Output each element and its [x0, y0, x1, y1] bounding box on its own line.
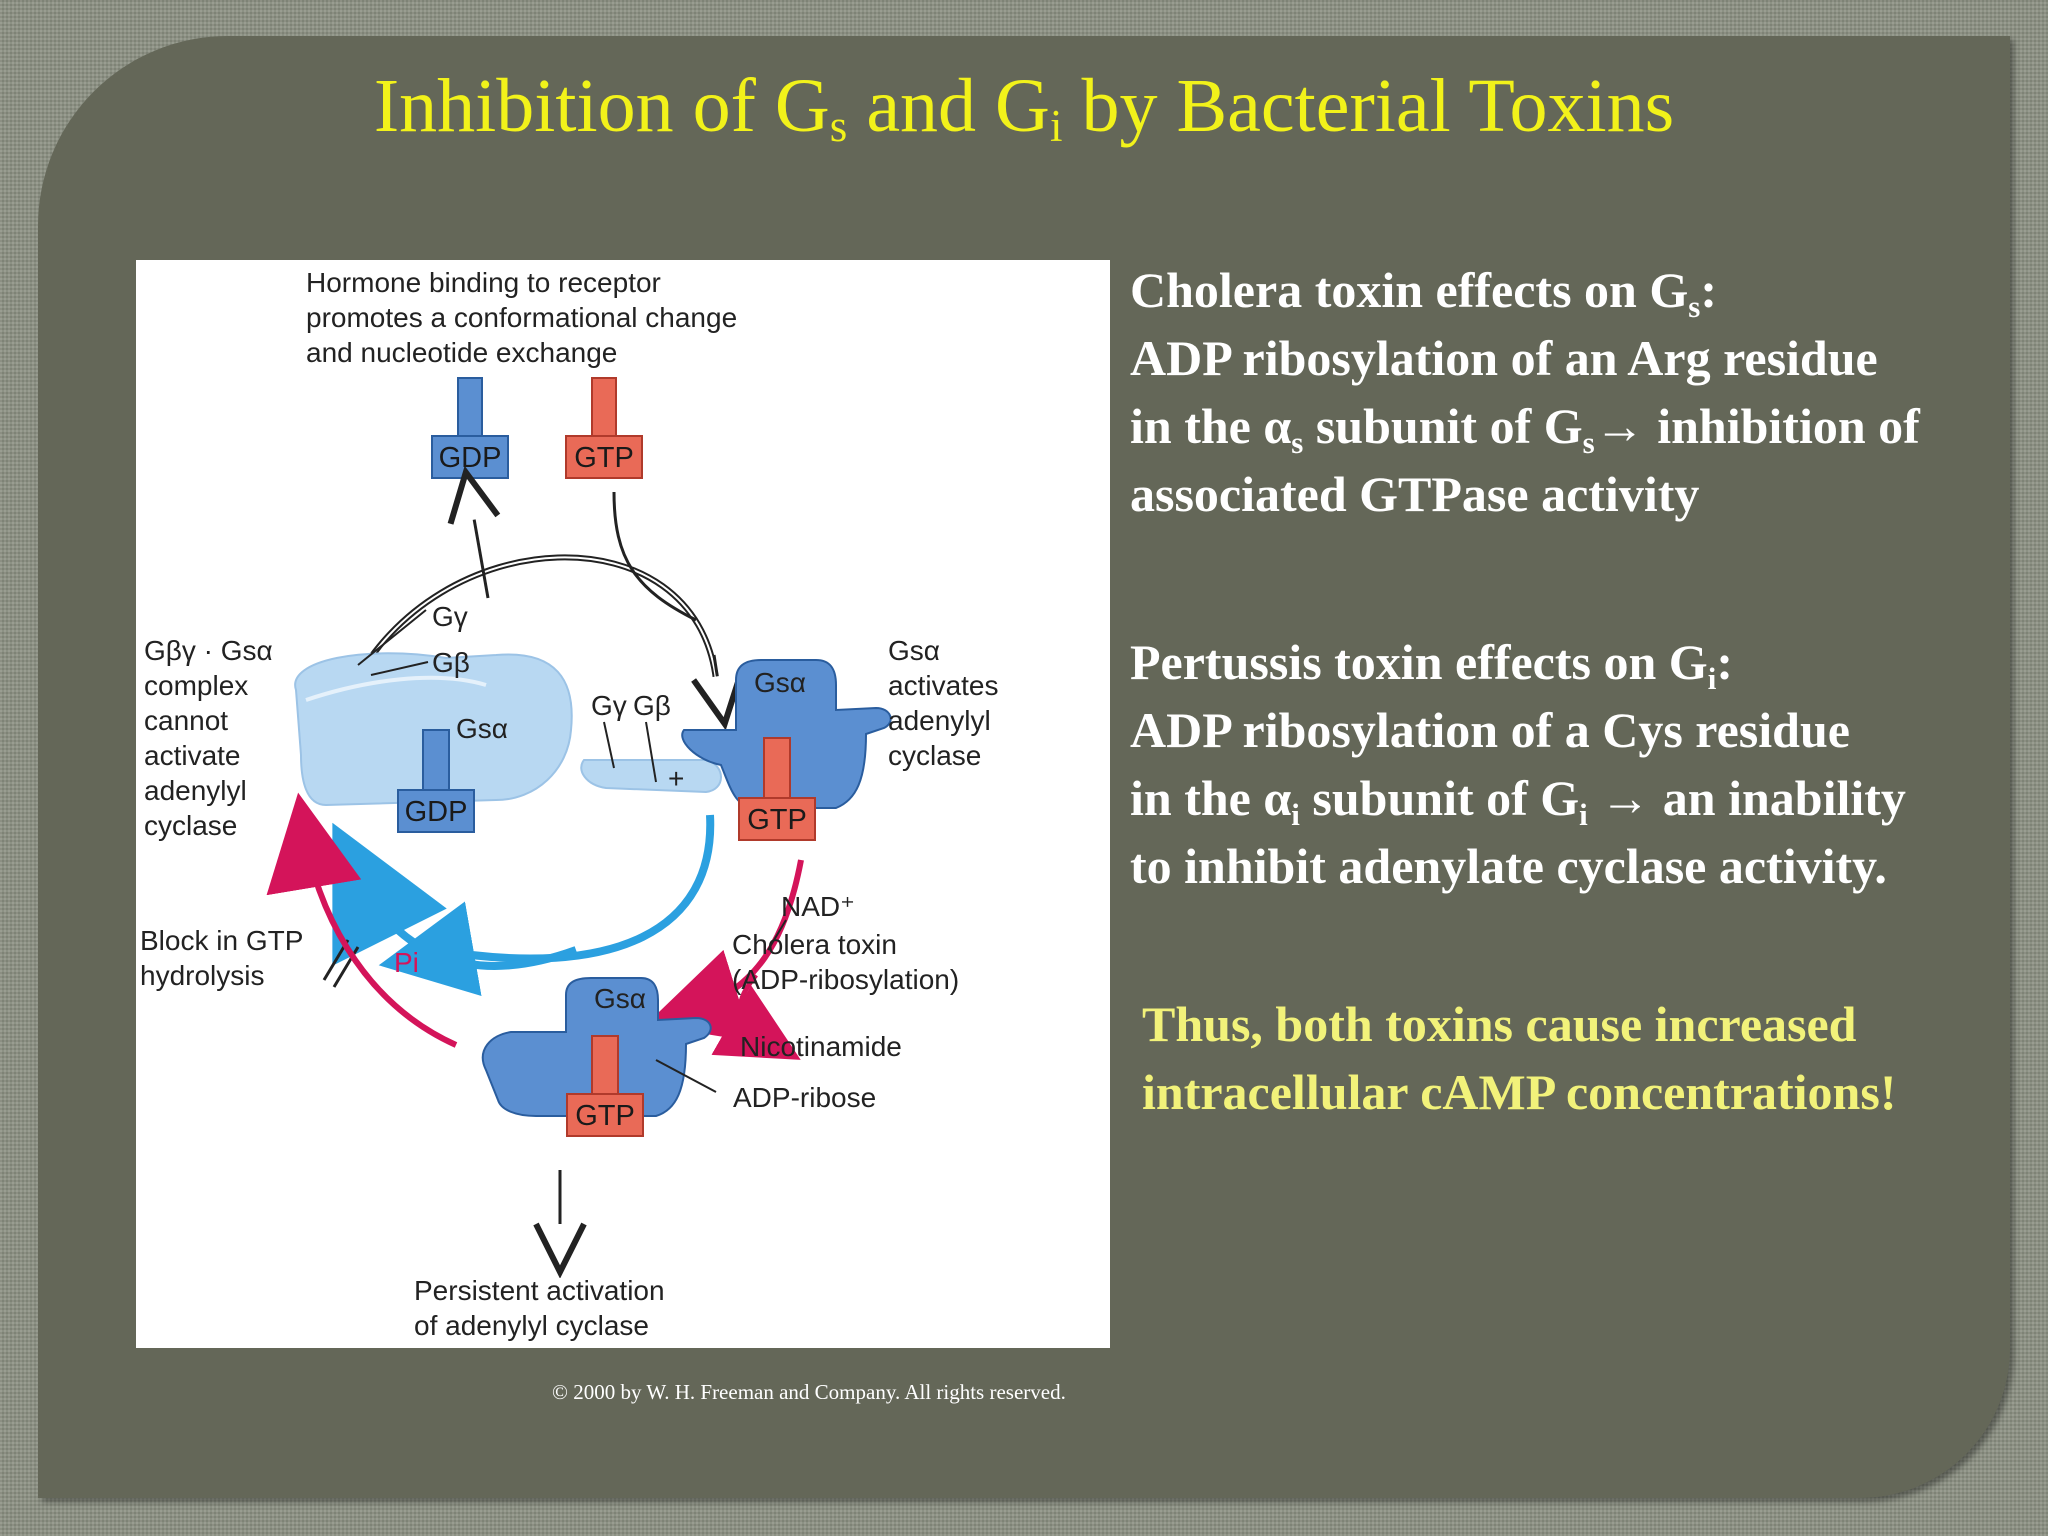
gtp-label-active: GTP: [747, 804, 807, 836]
active-g-s-alpha: GTP: [681, 659, 892, 841]
adp-ribose-label: ADP-ribose: [733, 1082, 876, 1113]
g-beta-label-complex: Gβ: [432, 647, 470, 678]
slide-title: Inhibition of Gs and Gi by Bacterial Tox…: [373, 64, 1675, 151]
complex-caption-line1: Gβγ · Gsα: [144, 635, 273, 666]
hormone-caption-line2: promotes a conformational change: [306, 302, 737, 333]
gprotein-cycle-figure: Hormone binding to receptor promotes a c…: [136, 260, 1110, 1348]
gdp-release-arrow: [470, 496, 488, 599]
nicotinamide-label: Nicotinamide: [740, 1031, 902, 1062]
summary-line1: Thus, both toxins cause increased: [1142, 996, 1857, 1052]
copyright-notice: © 2000 by W. H. Freeman and Company. All…: [552, 1380, 1066, 1404]
hormone-caption-line1: Hormone binding to receptor: [306, 267, 661, 298]
gdp-label-complex: GDP: [405, 796, 468, 828]
g-beta-label-free: Gβ: [633, 690, 671, 721]
block-mark-2: [332, 946, 360, 988]
ribosylated-g-s-alpha: GTP: [481, 977, 712, 1137]
activates-caption-line3: adenylyl: [888, 705, 991, 736]
blocked-return-arrow: [266, 792, 458, 1048]
activates-caption-line1: Gsα: [888, 635, 940, 666]
block-caption-line2: hydrolysis: [140, 960, 264, 991]
complex-caption-line2: complex: [144, 670, 248, 701]
g-protein-complex: GDP: [294, 652, 573, 833]
pertussis-line3: in the αi subunit of Gi → an inability: [1130, 770, 1906, 832]
complex-caption-line3: cannot: [144, 705, 228, 736]
pertussis-line4: to inhibit adenylate cyclase activity.: [1130, 838, 1887, 894]
complex-caption-line6: cyclase: [144, 810, 237, 841]
nicotinamide-arrow: [711, 973, 801, 1060]
cholera-toxin-label-line1: Cholera toxin: [732, 929, 897, 960]
summary-line2: intracellular cAMP concentrations!: [1142, 1064, 1897, 1120]
cholera-toxin-label-line2: (ADP-ribosylation): [732, 964, 959, 995]
nad-label: NAD⁺: [781, 891, 855, 922]
gtp-label-top: GTP: [574, 442, 634, 474]
g-s-alpha-label-ribosylated: Gsα: [594, 983, 646, 1014]
gtp-label-ribosylated: GTP: [575, 1100, 635, 1132]
g-gamma-label-complex: Gγ: [432, 601, 468, 632]
pertussis-heading: Pertussis toxin effects on Gi:: [1130, 634, 1733, 696]
gtp-uptake-arrow: [612, 491, 697, 622]
activates-caption-line2: activates: [888, 670, 999, 701]
complex-caption-line5: adenylyl: [144, 775, 247, 806]
incoming-gtp-block: GTP: [565, 377, 643, 479]
cholera-line4: associated GTPase activity: [1130, 466, 1700, 522]
cholera-line3: in the αs subunit of Gs→ inhibition of: [1130, 398, 1920, 460]
persistent-caption-line2: of adenylyl cyclase: [414, 1310, 649, 1341]
g-s-alpha-label-active: Gsα: [754, 667, 806, 698]
pertussis-line2: ADP ribosylation of a Cys residue: [1130, 702, 1850, 758]
complex-caption-line4: activate: [144, 740, 241, 771]
block-caption-line1: Block in GTP: [140, 925, 303, 956]
summary-text: Thus, both toxins cause increased intrac…: [1142, 990, 1896, 1126]
g-gamma-label-free: Gγ: [591, 690, 627, 721]
g-s-alpha-label-complex: Gsα: [456, 713, 508, 744]
activates-caption-line4: cyclase: [888, 740, 981, 771]
hormone-caption-line3: and nucleotide exchange: [306, 337, 617, 368]
gtp-hydrolysis-arrow-outer: [435, 814, 715, 963]
cholera-heading: Cholera toxin effects on Gs:: [1130, 262, 1717, 324]
cholera-line2: ADP ribosylation of an Arg residue: [1130, 330, 1878, 386]
plus-sign: +: [668, 763, 684, 794]
gdp-label-top: GDP: [439, 442, 502, 474]
g-beta-gamma-subunit: [580, 759, 722, 794]
persistent-caption-line1: Persistent activation: [414, 1275, 665, 1306]
released-gdp-block: GDP: [431, 377, 509, 479]
pi-label: Pi: [394, 947, 419, 978]
